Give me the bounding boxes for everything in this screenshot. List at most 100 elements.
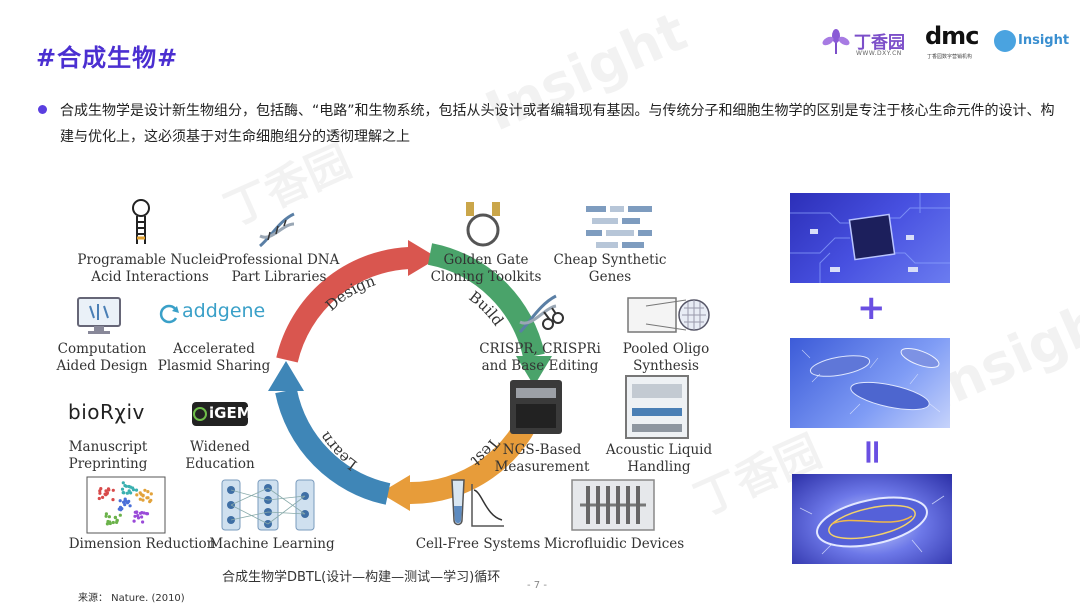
design-arrowhead: [408, 240, 438, 276]
dna-helix-icon: [259, 212, 295, 248]
learn-arrowhead: [268, 361, 304, 391]
figure-caption: 合成生物学DBTL(设计—构建—测试—学习)循环: [222, 570, 501, 585]
oligo-chip-icon: [627, 297, 710, 333]
engineered-cell-illustration: [799, 495, 945, 555]
dmc-subtitle: 丁香园数字营销机构: [927, 54, 973, 60]
dxy-url: WWW.DXY.CN: [856, 50, 902, 57]
learn-arc: [275, 388, 391, 505]
addgene-logo: addgene: [158, 300, 268, 326]
tsne-point: [143, 488, 147, 492]
tsne-point: [145, 512, 149, 516]
build-arrowhead: [516, 356, 552, 386]
label-cell-free: Cell-Free Systems: [415, 536, 541, 552]
tsne-point: [123, 497, 127, 501]
tsne-point: [113, 516, 117, 520]
tsne-point: [146, 496, 150, 500]
tsne-point: [105, 522, 109, 526]
tsne-point: [142, 511, 146, 515]
insight-name: Insight: [1018, 33, 1070, 48]
source-note: 来源： Nature. (2010): [78, 593, 185, 604]
rna-hairpin-icon: [132, 199, 150, 244]
build-arc: [427, 243, 545, 359]
circuit-chip-image: [790, 193, 950, 283]
tsne-plot-icon: [86, 476, 166, 534]
tsne-point: [105, 492, 109, 496]
tsne-point: [120, 487, 125, 491]
page-title: #合成生物#: [36, 44, 179, 72]
tsne-point: [111, 520, 115, 525]
label-dimension-reduction: Dimension Reduction: [68, 536, 216, 552]
tsne-point: [149, 498, 153, 502]
igem-logo: iGEM: [192, 400, 252, 428]
tsne-point: [146, 490, 150, 494]
tsne-point: [136, 514, 140, 518]
test-arrowhead: [380, 475, 410, 511]
tsne-point: [135, 493, 139, 497]
tsne-point: [104, 514, 108, 518]
tsne-point: [129, 491, 133, 495]
tsne-point: [123, 484, 127, 488]
tsne-point: [128, 504, 132, 508]
addgene-arrows-icon: [159, 304, 179, 324]
bacteria-illustration: [801, 348, 941, 415]
tsne-point: [139, 492, 143, 496]
igem-text: iGEM: [209, 404, 252, 422]
tsne-point: [104, 512, 108, 516]
tsne-point: [131, 486, 135, 490]
monitor-icon: [77, 297, 121, 334]
tsne-point: [108, 520, 112, 524]
tsne-point: [117, 507, 121, 511]
tsne-point: [98, 491, 102, 495]
tsne-point: [122, 491, 126, 495]
tsne-point: [118, 513, 122, 517]
tsne-point: [141, 520, 145, 524]
tsne-point: [140, 515, 144, 519]
liquid-handler-icon: [625, 375, 689, 439]
label-machine-learning: Machine Learning: [209, 536, 335, 552]
tsne-point: [121, 481, 125, 485]
tsne-point: [115, 520, 119, 524]
igem-gear-icon: [192, 402, 248, 426]
tsne-point: [132, 519, 136, 523]
insight-logo: Insight: [994, 30, 1069, 54]
tsne-point: [111, 488, 115, 492]
tsne-point: [111, 498, 115, 502]
dmc-logo: dmc 丁香园数字营销机构: [925, 22, 987, 62]
tsne-point: [149, 492, 153, 496]
neural-network-icon: [221, 479, 315, 531]
dxy-logo: 丁香园 WWW.DXY.CN: [820, 26, 910, 60]
tsne-point: [107, 515, 111, 519]
biorxiv-text: bioRχiv: [68, 400, 145, 424]
plus-operator: +: [857, 288, 886, 328]
engineered-cell-image: [792, 474, 952, 564]
tsne-point: [97, 496, 101, 501]
dmc-mark: dmc: [925, 22, 979, 50]
tsne-point: [134, 488, 139, 492]
tsne-point: [99, 487, 103, 491]
tsne-point: [125, 491, 129, 495]
tsne-point: [138, 497, 142, 501]
tsne-point: [138, 511, 143, 515]
plasmid-icon: [466, 202, 500, 247]
bacteria-image: [790, 338, 950, 428]
label-microfluidic: Microfluidic Devices: [543, 536, 685, 552]
tsne-point: [120, 507, 124, 511]
dbtl-cycle-arcs: Design Build Test Learn: [268, 240, 552, 511]
dbtl-cycle-diagram: Design Build Test Learn addg: [56, 178, 758, 578]
tsne-point: [107, 488, 111, 492]
sequencer-icon: [510, 380, 562, 434]
microfluidic-icon: [571, 479, 655, 531]
addgene-text: addgene: [182, 300, 266, 322]
bullet-text: 合成生物学是设计新生物组分，包括酶、“电路”和生物系统，包括从头设计或者编辑现有…: [60, 103, 1055, 145]
